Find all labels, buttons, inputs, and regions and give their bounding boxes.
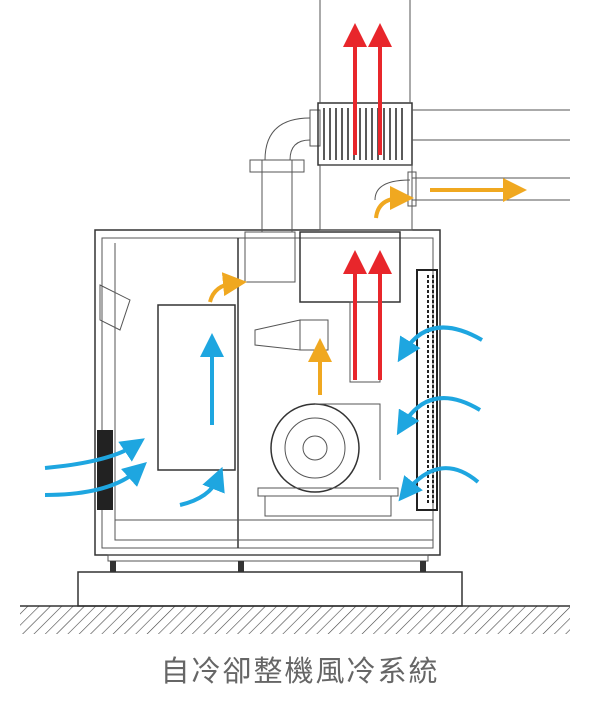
cool-air-arrow xyxy=(44,438,145,470)
filter-panel xyxy=(157,304,236,471)
cool-air-arrow xyxy=(179,466,225,507)
left-intake-grille xyxy=(97,430,113,510)
cool-air-arrow xyxy=(396,396,482,436)
diagram-caption: 自冷卻整機風冷系統 xyxy=(160,654,440,688)
warm-air-arrow xyxy=(208,272,247,303)
exhaust-pipe xyxy=(249,109,321,233)
right-intake-grille xyxy=(416,269,438,511)
heat-exchanger xyxy=(317,102,413,231)
side-duct xyxy=(407,109,570,207)
cabinet xyxy=(94,229,441,572)
cool-air-arrow xyxy=(397,325,483,363)
top-duct xyxy=(319,0,411,103)
internal-duct xyxy=(244,231,401,383)
warm-air-arrow xyxy=(374,186,414,219)
cool-air-arrow xyxy=(398,466,480,502)
cool-air-arrow xyxy=(44,462,147,497)
air-cooling-system-diagram xyxy=(20,0,570,634)
ground xyxy=(20,605,570,634)
side-vent-bracket xyxy=(99,284,131,331)
base-plinth xyxy=(77,571,463,607)
centrifugal-fan xyxy=(257,403,399,517)
